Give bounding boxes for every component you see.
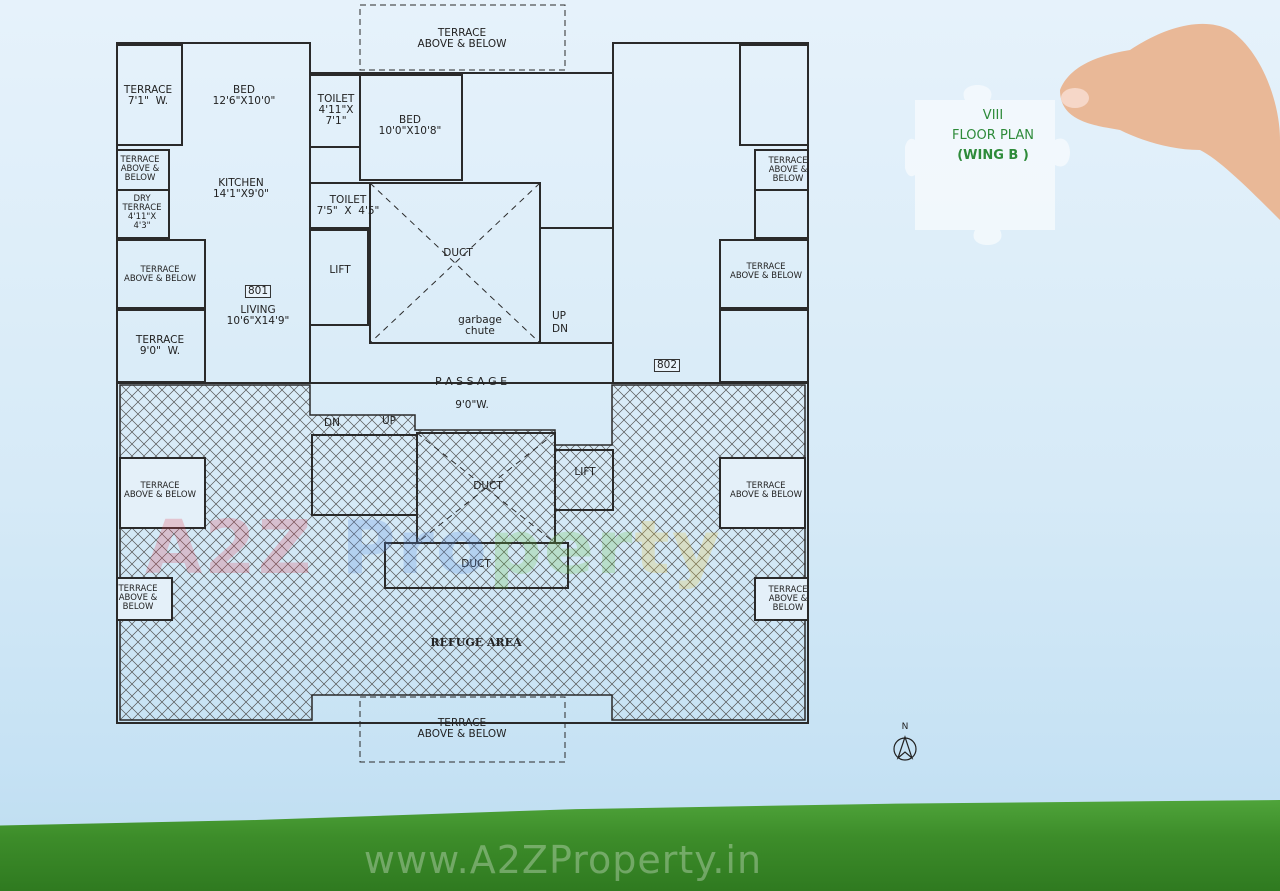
living-label: LIVING 10'6"X14'9" <box>226 304 290 327</box>
floor-plan-title: FLOOR PLAN <box>952 128 1034 143</box>
garbage-chute-label: garbage chute <box>458 314 502 337</box>
terrace-l1-label: TERRACE ABOVE & BELOW <box>120 155 160 183</box>
hand-image <box>1060 23 1280 220</box>
unit-801-tag: 801 <box>244 285 272 298</box>
kitchen-label: KITCHEN 14'1"X9'0" <box>212 177 270 200</box>
terrace-r3-label: TERRACE ABOVE & BELOW <box>730 481 802 500</box>
toilet2-label: TOILET 7'5" X 4'5" <box>316 194 380 217</box>
bed1-label: BED 12'6"X10'0" <box>212 84 276 107</box>
duct2-label: DUCT <box>473 480 503 492</box>
duct1-label: DUCT <box>443 247 473 259</box>
terrace-l2-label: TERRACE ABOVE & BELOW <box>124 265 196 284</box>
unit-802-tag: 802 <box>653 359 681 372</box>
refuge-area-label: REFUGE AREA <box>430 636 522 649</box>
refuge-area-hatch <box>119 384 806 721</box>
terrace-top-label: TERRACE ABOVE & BELOW <box>417 27 507 50</box>
terrace-r4-label: TERRACE ABOVE & BELOW <box>768 585 808 613</box>
stair2-up-label: UP <box>381 415 397 427</box>
puzzle-piece-icon <box>905 85 1070 245</box>
terrace-l3-label: TERRACE ABOVE & BELOW <box>124 481 196 500</box>
wing-label: (WING B ) <box>957 148 1029 163</box>
stair-up-label: UP <box>551 310 567 322</box>
lift1-label: LIFT <box>329 264 351 276</box>
lift2-label: LIFT <box>574 466 596 478</box>
bed2-label: BED 10'0"X10'8" <box>378 114 442 137</box>
watermark-logo: A2Z Property <box>145 505 723 591</box>
terrace-bottom-label: TERRACE ABOVE & BELOW <box>417 717 507 740</box>
terrace-9-label: TERRACE 9'0" W. <box>135 334 185 357</box>
passage-width-label: 9'0"W. <box>455 399 489 411</box>
terrace-7-label: TERRACE 7'1" W. <box>123 84 173 107</box>
north-arrow-icon <box>893 735 917 761</box>
duct3-label: DUCT <box>461 558 491 570</box>
stair-dn-label: DN <box>552 323 568 335</box>
terrace-r1-label: TERRACE ABOVE & BELOW <box>768 156 808 184</box>
toilet1-label: TOILET 4'11"X 7'1" <box>317 93 355 127</box>
floor-number: VIII <box>982 108 1004 123</box>
stair2-dn-label: DN <box>324 417 340 429</box>
passage-label: P A S S A G E <box>434 375 508 388</box>
dry-terrace-label: DRY TERRACE 4'11"X 4'3" <box>122 194 162 231</box>
terrace-r2-label: TERRACE ABOVE & BELOW <box>730 262 802 281</box>
website-watermark: www.A2ZProperty.in <box>363 838 763 882</box>
north-label: N <box>901 722 909 732</box>
terrace-l4-label: TERRACE ABOVE & BELOW <box>118 584 158 612</box>
